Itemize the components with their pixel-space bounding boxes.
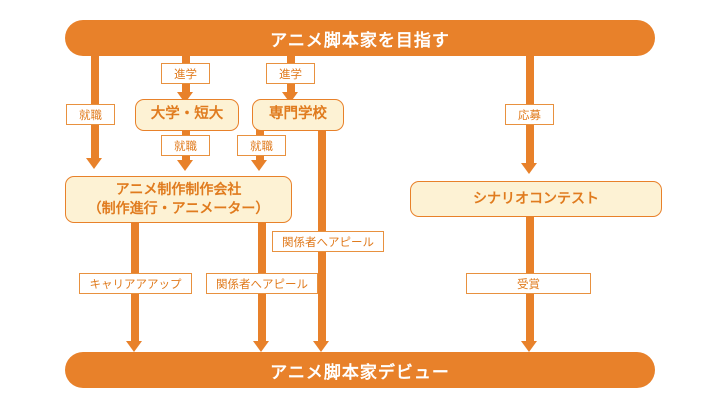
edge-label-employment-vocational: 就職 [237,135,286,156]
node-scenario-contest-label: シナリオコンテスト [473,190,599,207]
edge-label-appeal-studio: 関係者へアピール [206,273,318,294]
arrowhead-goal-to-contest [521,163,537,174]
node-anime-studio-label-line1: アニメ制作制作会社 [115,181,242,198]
arrowhead-studio-to-debut-appeal [253,341,269,352]
arrowhead-goal-to-vocational [282,92,298,103]
node-vocational-school-label: 専門学校 [269,106,327,123]
debut-banner-label: アニメ脚本家デビュー [270,362,450,383]
arrowhead-vocational-to-debut [313,341,329,352]
goal-banner: アニメ脚本家を目指す [65,20,655,56]
edge-label-employment-direct: 就職 [66,104,115,125]
edge-label-enrollment-vocational: 進学 [266,63,315,84]
goal-banner-label: アニメ脚本家を目指す [270,30,450,51]
edge-label-enrollment-university: 進学 [161,63,210,84]
node-university-label: 大学・短大 [150,106,224,123]
arrowhead-vocational-to-studio [251,160,267,171]
arrowhead-goal-to-studio [86,158,102,169]
node-scenario-contest: シナリオコンテスト [410,181,662,217]
node-anime-studio-label-line2: （制作進行・アニメーター） [87,200,270,217]
arrowhead-contest-to-debut [521,341,537,352]
debut-banner: アニメ脚本家デビュー [65,352,655,388]
edge-label-career-up: キャリアアアップ [79,273,192,294]
edge-label-application-contest: 応募 [505,104,554,125]
arrowhead-studio-to-debut-career [126,341,142,352]
edge-label-appeal-vocational: 関係者へアピール [272,231,384,252]
node-anime-studio: アニメ制作制作会社 （制作進行・アニメーター） [65,176,292,223]
edge-label-award: 受賞 [466,273,591,294]
arrowhead-university-to-studio [177,160,193,171]
node-vocational-school: 専門学校 [252,99,344,131]
edge-label-employment-university: 就職 [161,135,210,156]
node-university: 大学・短大 [135,99,239,131]
arrowhead-goal-to-university [177,92,193,103]
